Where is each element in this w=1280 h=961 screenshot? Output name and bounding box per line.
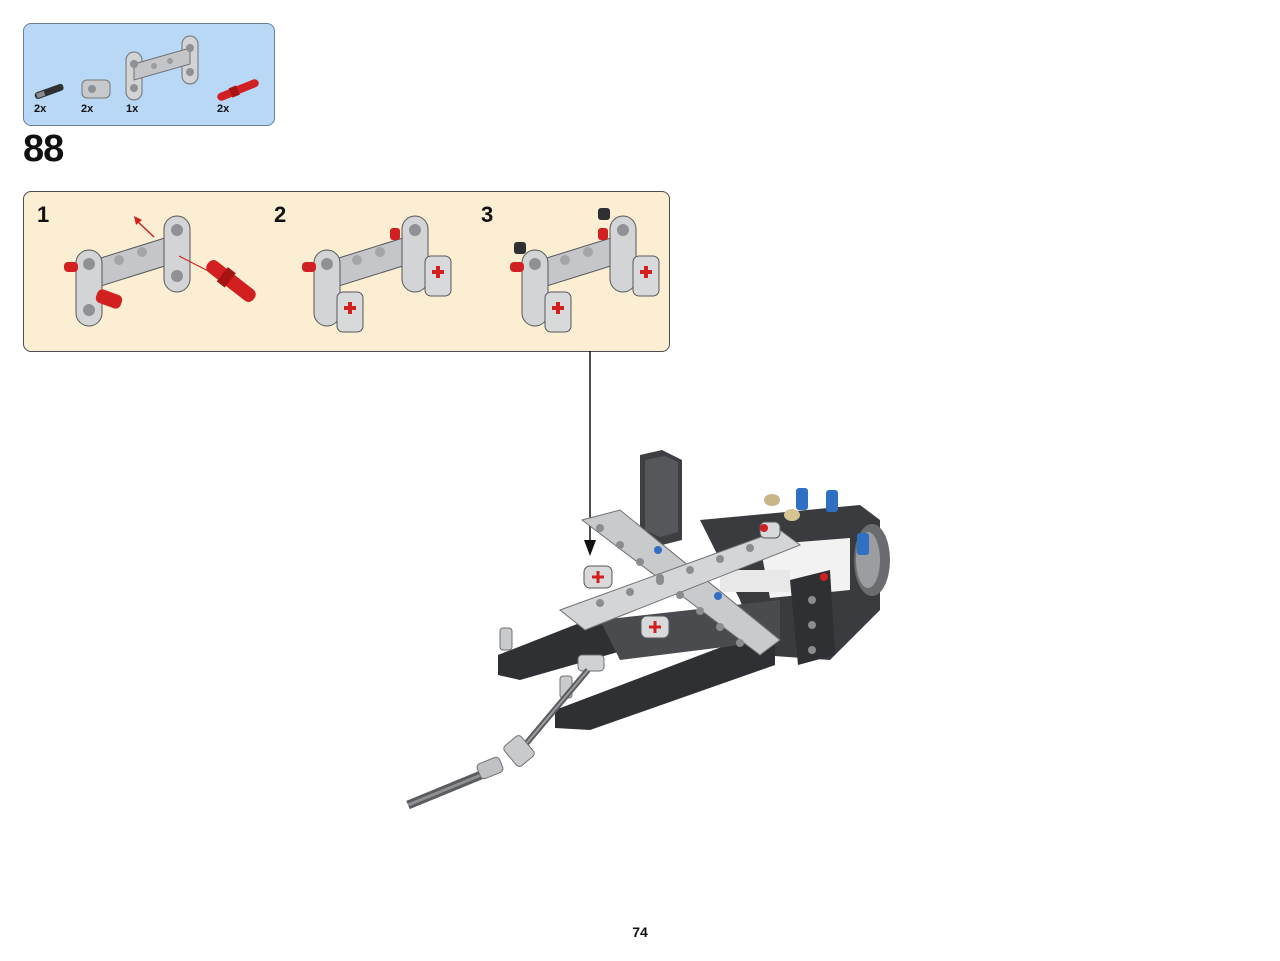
h-frame-beam-icon <box>125 35 199 101</box>
sub-step-label: 1 <box>37 202 50 227</box>
black-axle-pin-icon <box>34 83 64 100</box>
sub-step-1-assembly-icon <box>64 215 256 327</box>
sub-step-label: 3 <box>481 202 494 227</box>
part-quantity: 2x <box>81 103 94 115</box>
sub-step-label: 2 <box>274 202 287 227</box>
parts-list-box: 2x 2x 1x 2x <box>23 23 275 126</box>
sub-step-3-assembly-icon <box>510 208 660 333</box>
callout-pointer <box>584 351 596 556</box>
parts-list-illustrations <box>34 35 259 101</box>
step-number: 88 <box>23 128 64 170</box>
chassis-assembly-icon <box>406 450 890 810</box>
page-number: 74 <box>632 924 648 940</box>
part-quantity: 2x <box>217 103 230 115</box>
sub-step-illustrations <box>64 208 660 333</box>
sub-step-box: 1 2 3 <box>23 191 670 352</box>
red-axle-pin-icon <box>217 79 259 101</box>
part-quantity: 2x <box>34 103 47 115</box>
sub-step-2-assembly-icon <box>302 215 452 333</box>
axle-connector-icon <box>81 79 111 99</box>
part-quantity: 1x <box>126 103 139 115</box>
